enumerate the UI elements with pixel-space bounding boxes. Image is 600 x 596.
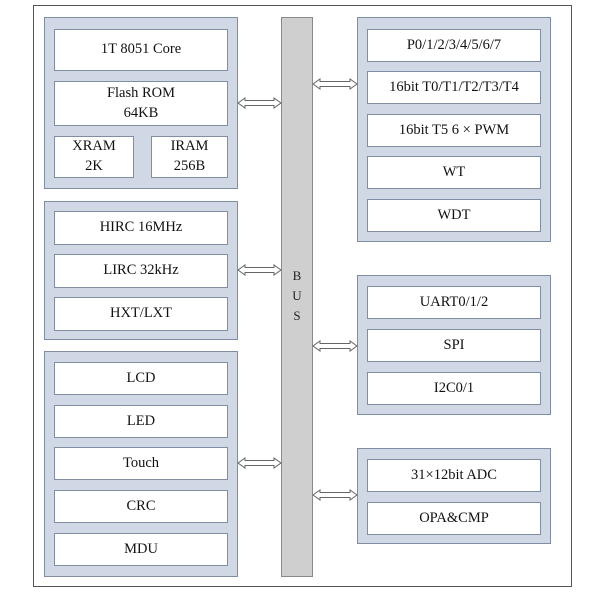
core-box: 1T 8051 Core bbox=[54, 29, 228, 71]
timers-box: 16bit T0/T1/T2/T3/T4 bbox=[367, 71, 541, 104]
iram-box: IRAM 256B bbox=[151, 136, 228, 178]
flash-rom-box: Flash ROM 64KB bbox=[54, 81, 228, 126]
uart-box: UART0/1/2 bbox=[367, 286, 541, 319]
hirc-box: HIRC 16MHz bbox=[54, 211, 228, 245]
bus-label-u: U bbox=[292, 288, 302, 303]
lcd-box: LCD bbox=[54, 362, 228, 395]
spi-box: SPI bbox=[367, 329, 541, 362]
bus-label-b: B bbox=[292, 268, 302, 283]
ports-box: P0/1/2/3/4/5/6/7 bbox=[367, 29, 541, 62]
lirc-box: LIRC 32kHz bbox=[54, 254, 228, 288]
opa-cmp-box: OPA&CMP bbox=[367, 502, 541, 535]
bus-label: B U S bbox=[282, 266, 312, 326]
pwm-box: 16bit T5 6 × PWM bbox=[367, 114, 541, 147]
adc-box: 31×12bit ADC bbox=[367, 459, 541, 492]
bus-label-s: S bbox=[293, 308, 301, 323]
hxt-lxt-box: HXT/LXT bbox=[54, 297, 228, 331]
i2c-box: I2C0/1 bbox=[367, 372, 541, 405]
xram-box: XRAM 2K bbox=[54, 136, 134, 178]
bus-bar: B U S bbox=[281, 17, 313, 577]
led-box: LED bbox=[54, 405, 228, 438]
touch-box: Touch bbox=[54, 447, 228, 480]
mdu-box: MDU bbox=[54, 533, 228, 566]
wt-box: WT bbox=[367, 156, 541, 189]
wdt-box: WDT bbox=[367, 199, 541, 232]
crc-box: CRC bbox=[54, 490, 228, 523]
